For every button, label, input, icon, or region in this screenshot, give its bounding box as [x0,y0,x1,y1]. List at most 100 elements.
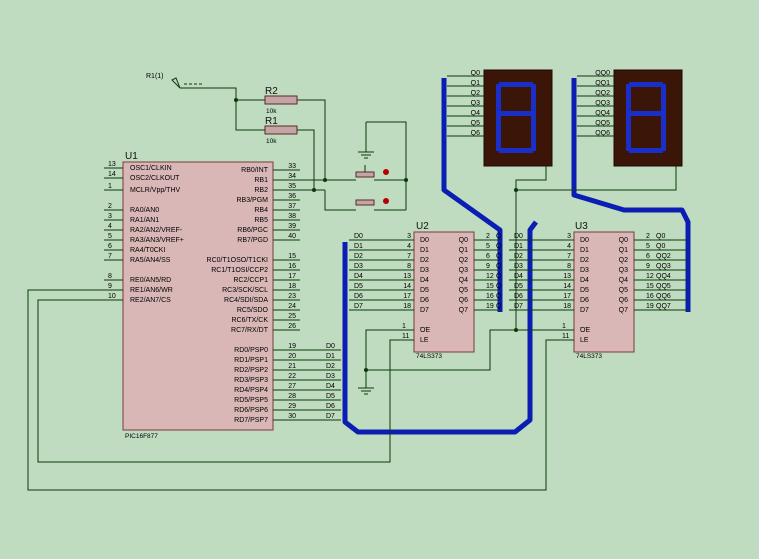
u1-pin-number: 13 [108,161,116,168]
u2-input-net: D4 [354,273,363,280]
u3-output-name: Q7 [619,307,628,314]
u1-pin-number: 26 [288,323,296,330]
u2-ctrl-name: LE [420,337,429,344]
portd-net-label: D4 [326,383,335,390]
u1-pin-number: 1 [108,183,112,190]
u3-input-name: D3 [580,267,589,274]
u2-output-name: Q1 [459,247,468,254]
u3-input-pin: 14 [563,283,571,290]
u3-ref: U3 [575,221,588,232]
u2-output-pin: 12 [486,273,494,280]
u1-pin-name: RD1/PSP1 [234,357,268,364]
u2-input-net: D5 [354,283,363,290]
u2-output-pin: 2 [486,233,490,240]
u1-pin-number: 29 [288,403,296,410]
u1-pin-name: RA5/AN4/SS [130,257,171,264]
u1-pin-number: 10 [108,293,116,300]
r2-ref: R2 [265,86,278,97]
u2-output-net: Q [496,283,502,290]
u3-input-net: D7 [514,303,523,310]
u1-pin-number: 27 [288,383,296,390]
u3-output-net: QQ5 [656,283,671,290]
portd-net-label: D1 [326,353,335,360]
u2-input-pin: 7 [407,253,411,260]
u1-pin-name: RC0/T1OSO/T1CKI [207,257,269,264]
u2-output-name: Q4 [459,277,468,284]
u1-pin-number: 5 [108,233,112,240]
portd-net-label: D3 [326,373,335,380]
u2-input-pin: 13 [403,273,411,280]
push-button-1[interactable] [350,165,406,181]
u3-input-name: D7 [580,307,589,314]
disp2-pin-label: QQ0 [595,70,610,77]
u1-pin-number: 3 [108,213,112,220]
u2-output-pin: 15 [486,283,494,290]
u2-output-name: Q2 [459,257,468,264]
disp1-pin-label: Q5 [471,120,480,127]
u1-pin-name: RD6/PSP6 [234,407,268,414]
u2-output-pin: 19 [486,303,494,310]
u1-pin-number: 16 [288,263,296,270]
u1-pin-number: 7 [108,253,112,260]
u1-pin-name: RC2/CCP1 [233,277,268,284]
latch-control-wiring [27,289,574,491]
u3-input-pin: 3 [567,233,571,240]
u1-pin-name: RB1 [254,177,268,184]
u3-input-name: D1 [580,247,589,254]
u2-part: 74LS373 [416,353,442,360]
u1-part: PIC16F877 [125,433,158,440]
u1-pic16f877[interactable]: U1 PIC16F877 13OSC1/CLKIN14OSC2/CLKOUT1M… [104,151,341,440]
u1-pin-number: 33 [288,163,296,170]
u3-input-pin: 8 [567,263,571,270]
r1-value: 10k [266,138,277,145]
u1-pin-name: RE0/AN5/RD [130,277,171,284]
disp2-pin-label: QQ5 [595,120,610,127]
u2-ref: U2 [416,221,429,232]
u1-pin-number: 21 [288,363,296,370]
u3-output-pin: 6 [646,253,650,260]
disp2-pin-label: QQ1 [595,80,610,87]
disp2-pin-label: QQ6 [595,130,610,137]
u2-input-pin: 18 [403,303,411,310]
u2-output-net: Q [496,273,502,280]
disp1-pin-label: Q6 [471,130,480,137]
u3-output-pin: 12 [646,273,654,280]
u1-pin-number: 30 [288,413,296,420]
resistor-r1[interactable]: R1 10k [264,116,298,145]
u1-pin-number: 22 [288,373,296,380]
u3-output-pin: 2 [646,233,650,240]
u1-pin-number: 36 [288,193,296,200]
u1-pin-number: 6 [108,243,112,250]
u2-output-pin: 6 [486,253,490,260]
u2-output-net: Q [496,233,502,240]
u2-input-net: D3 [354,263,363,270]
resistor-r2[interactable]: R2 10k [264,86,298,115]
u3-output-name: Q0 [619,237,628,244]
u2-input-name: D1 [420,247,429,254]
u2-input-name: D4 [420,277,429,284]
u1-pin-name: RB2 [254,187,268,194]
disp1-pin-label: Q1 [471,80,480,87]
u1-pin-number: 15 [288,253,296,260]
u3-output-pin: 15 [646,283,654,290]
u1-pin-name: RB7/PGD [237,237,268,244]
u3-input-pin: 17 [563,293,571,300]
u2-input-net: D0 [354,233,363,240]
r1-ref: R1 [265,116,278,127]
u1-ref: U1 [125,151,138,162]
push-button-2[interactable] [350,198,406,211]
u3-output-name: Q6 [619,297,628,304]
u2-ctrl-pin: 11 [402,333,409,340]
u2-input-net: D6 [354,293,363,300]
u2-output-pin: 5 [486,243,490,250]
u2-output-name: Q5 [459,287,468,294]
u3-input-net: D4 [514,273,523,280]
u1-pin-name: OSC2/CLKOUT [130,175,180,182]
u3-input-net: D5 [514,283,523,290]
u2-output-name: Q7 [459,307,468,314]
u3-output-name: Q5 [619,287,628,294]
